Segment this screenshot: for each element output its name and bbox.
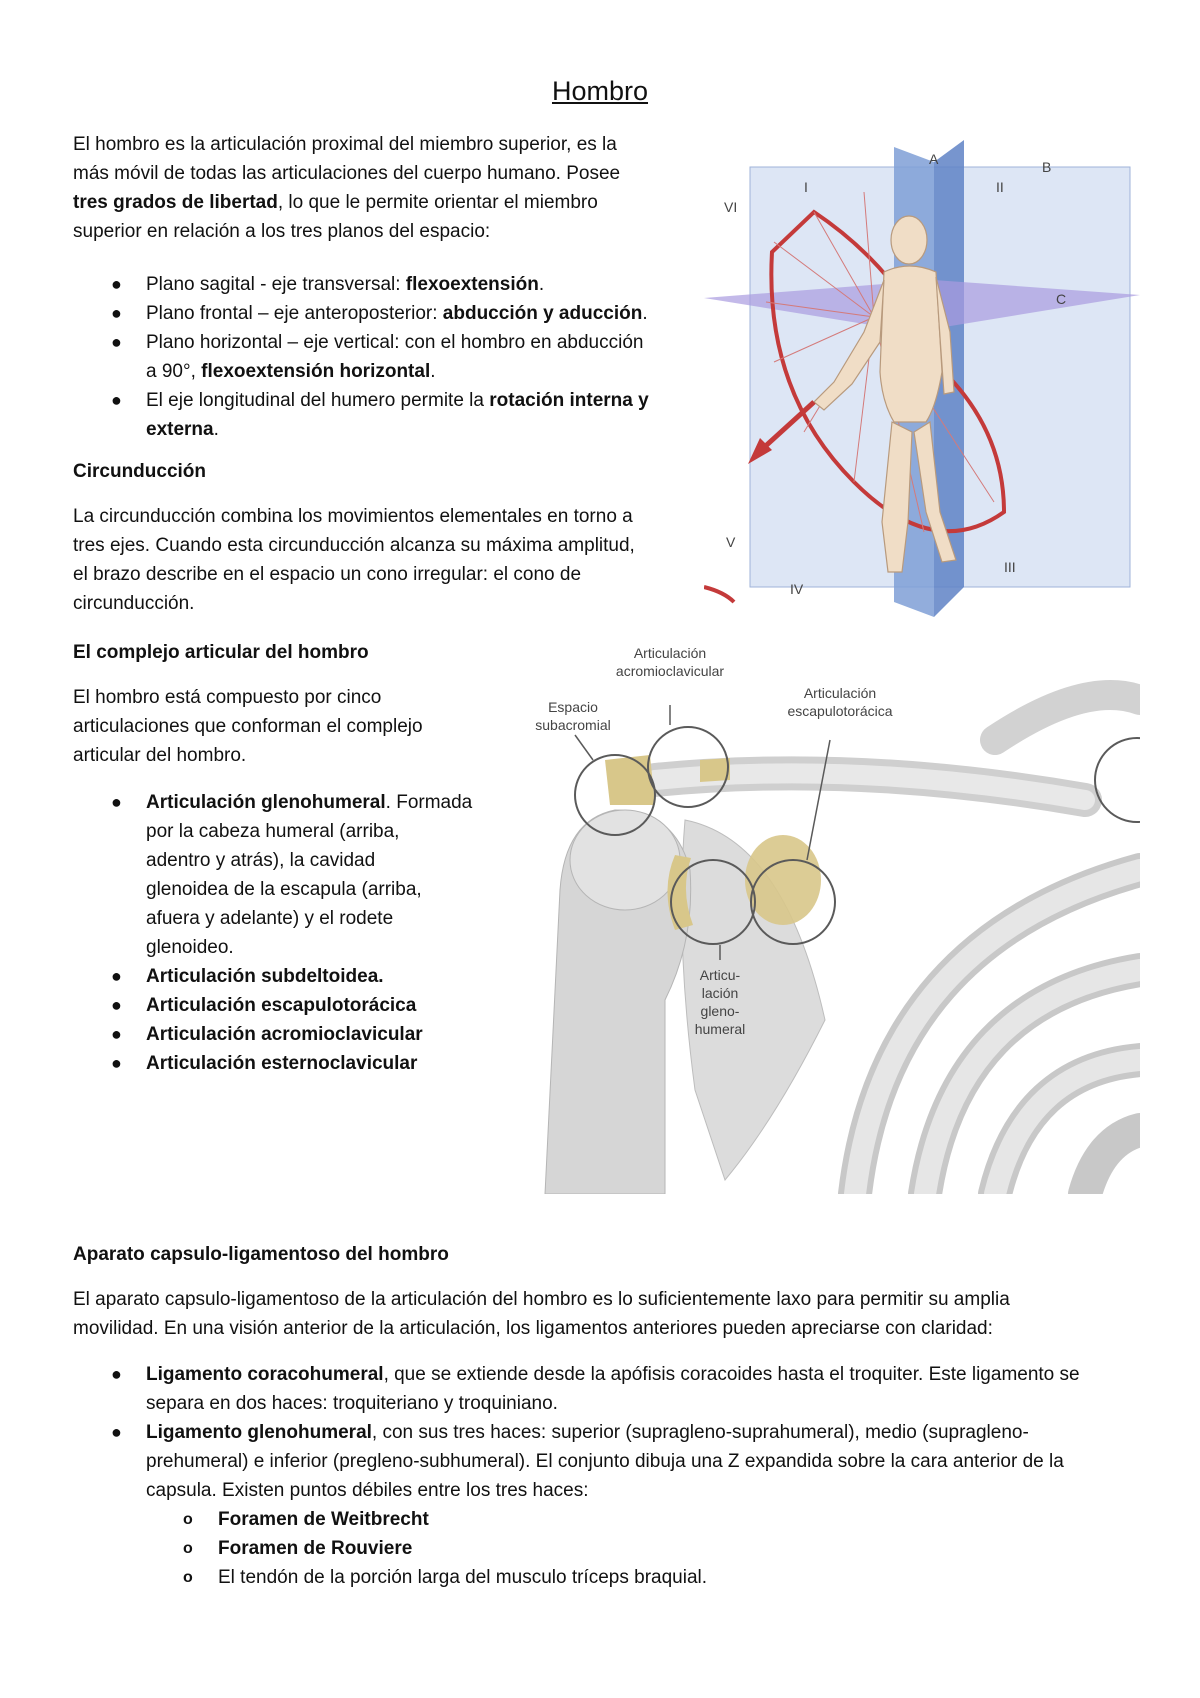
- red-fragment: [703, 585, 736, 604]
- section-heading: Circunducción: [73, 461, 207, 482]
- plane-label: II: [996, 179, 1004, 195]
- bullet-icon: ●: [111, 332, 122, 352]
- list-item: ●Ligamento glenohumeral, con sus tres ha…: [73, 1418, 1153, 1505]
- list-item: ●Articulación subdeltoidea.: [73, 962, 533, 991]
- complejo-section: El complejo articular del hombro El homb…: [73, 638, 513, 770]
- intro-bold: tres grados de libertad: [73, 192, 278, 213]
- circle-bullet-icon: o: [183, 1511, 193, 1528]
- joint-circles: [574, 726, 1140, 945]
- section-heading: Aparato capsulo-ligamentoso del hombro: [73, 1244, 449, 1265]
- label-escapulotoracica: escapulotorácica: [787, 703, 892, 719]
- label-glenohumeral: humeral: [695, 1021, 746, 1037]
- paragraph-line: el brazo describe en el espacio un cono …: [73, 564, 582, 585]
- planes-list: ●Plano sagital - eje transversal: flexoe…: [73, 270, 713, 444]
- paragraph-line: tres ejes. Cuando esta circunducción alc…: [73, 535, 635, 556]
- bullet-icon: ●: [111, 792, 122, 812]
- paragraph-line: circunducción.: [73, 593, 195, 614]
- label-acromioclavicular: Articulación: [634, 645, 706, 661]
- shoulder-illustration: Articulación acromioclavicular Espacio s…: [525, 640, 1140, 1194]
- paragraph-line: El hombro está compuesto por cinco: [73, 687, 382, 708]
- label-glenohumeral: Articu-: [700, 967, 741, 983]
- plane-label: C: [1056, 291, 1066, 307]
- bullet-icon: ●: [111, 995, 122, 1015]
- plane-label: A: [929, 151, 939, 167]
- intro-line: El hombro es la articulación proximal de…: [73, 134, 617, 155]
- circunduccion-section: Circunducción La circunducción combina l…: [73, 457, 713, 618]
- shoulder-anatomy-figure: Articulación acromioclavicular Espacio s…: [525, 640, 1140, 1194]
- aparato-section: Aparato capsulo-ligamentoso del hombro E…: [73, 1240, 1133, 1343]
- page-title: Hombro: [551, 76, 649, 106]
- list-item: ●El eje longitudinal del humero permite …: [73, 386, 713, 444]
- arrow-head-icon: [748, 438, 772, 464]
- plane-label: VI: [724, 199, 737, 215]
- circle-bullet-icon: o: [183, 1540, 193, 1557]
- paragraph-line: movilidad. En una visión anterior de la …: [73, 1318, 993, 1339]
- plane-label: I: [804, 179, 808, 195]
- plane-label: B: [1042, 159, 1051, 175]
- list-item: ●Ligamento coracohumeral, que se extiend…: [73, 1360, 1153, 1418]
- intro-paragraph: El hombro es la articulación proximal de…: [73, 130, 693, 246]
- bullet-icon: ●: [111, 390, 122, 410]
- paragraph-line: El aparato capsulo-ligamentoso de la art…: [73, 1289, 1010, 1310]
- label-glenohumeral: gleno-: [701, 1003, 740, 1019]
- label-subacromial: Espacio: [548, 699, 598, 715]
- circle-bullet-icon: o: [183, 1569, 193, 1586]
- list-item: ●Plano horizontal – eje vertical: con el…: [73, 328, 713, 386]
- glenoid-surface: [667, 855, 693, 930]
- acromion-surface: [605, 755, 655, 805]
- intro-line: más móvil de todas las articulaciones de…: [73, 163, 621, 184]
- bullet-icon: ●: [111, 1024, 122, 1044]
- leader-lines: [574, 705, 831, 960]
- arrow-shaft: [757, 400, 816, 454]
- list-item: ●Plano frontal – eje anteroposterior: ab…: [73, 299, 713, 328]
- section-heading: El complejo articular del hombro: [73, 642, 369, 663]
- paragraph-line: articular del hombro.: [73, 745, 247, 766]
- planes-figure: VI I A II B C V IV III: [703, 132, 1140, 620]
- bullet-icon: ●: [111, 1053, 122, 1073]
- list-item: ●Articulación esternoclavicular: [73, 1049, 533, 1078]
- plane-label: IV: [790, 581, 804, 597]
- list-item: ●Articulación escapulotorácica: [73, 991, 533, 1020]
- ligamentos-list: ●Ligamento coracohumeral, que se extiend…: [73, 1360, 1153, 1592]
- scapulothoracic-surface: [745, 835, 821, 925]
- list-item: ●Articulación acromioclavicular: [73, 1020, 533, 1049]
- bullet-icon: ●: [111, 1364, 122, 1384]
- bullet-icon: ●: [111, 274, 122, 294]
- intro-line: tres grados de libertad, lo que le permi…: [73, 192, 598, 213]
- paragraph-line: articulaciones que conforman el complejo: [73, 716, 423, 737]
- label-subacromial: subacromial: [535, 717, 610, 733]
- plane-label: III: [1004, 559, 1016, 575]
- label-acromioclavicular: acromioclavicular: [616, 663, 724, 679]
- bullet-icon: ●: [111, 1422, 122, 1442]
- plane-label: V: [726, 534, 736, 550]
- upper-rib: [980, 680, 1140, 755]
- bullet-icon: ●: [111, 966, 122, 986]
- bullet-icon: ●: [111, 303, 122, 323]
- label-glenohumeral: lación: [702, 985, 739, 1001]
- human-figure: [813, 215, 957, 573]
- planes-illustration: VI I A II B C V IV III: [703, 140, 1140, 617]
- label-escapulotoracica: Articulación: [804, 685, 876, 701]
- list-item: ●Plano sagital - eje transversal: flexoe…: [73, 270, 713, 299]
- intro-line: superior en relación a los tres planos d…: [73, 221, 491, 242]
- paragraph-line: La circunducción combina los movimientos…: [73, 506, 633, 527]
